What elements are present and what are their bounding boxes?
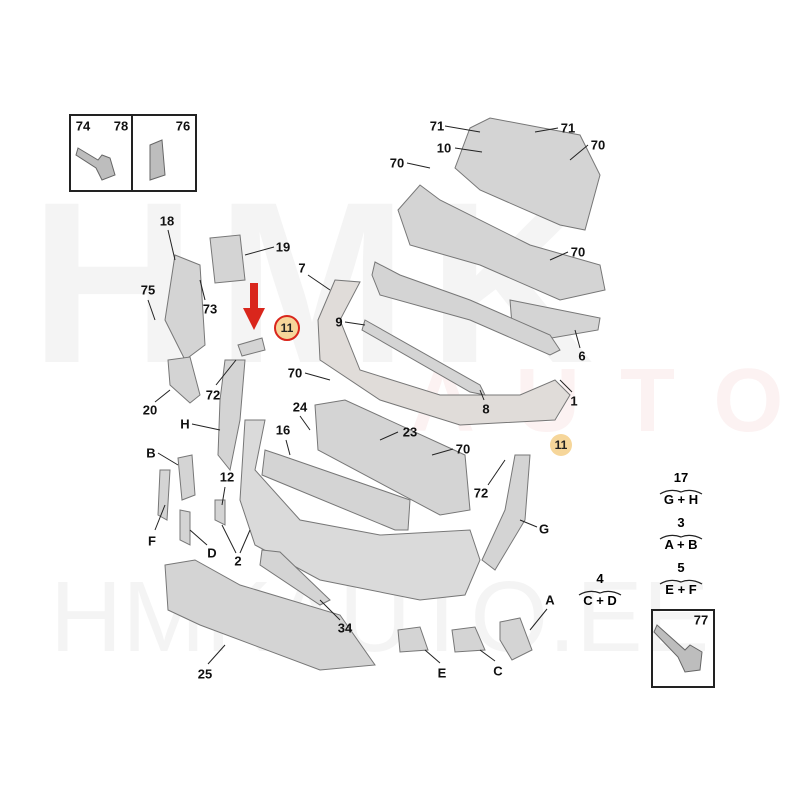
- part-11-badge[interactable]: 11: [550, 434, 572, 456]
- fastener-inset-box: 74 78: [69, 114, 133, 192]
- part-16-absorber: [261, 449, 411, 531]
- callout-19: 19: [275, 239, 291, 255]
- part-23-beam: [314, 399, 471, 516]
- part-2-lower-bumper: [239, 419, 481, 601]
- part-25-undertray: [164, 559, 376, 671]
- callout-24: 24: [292, 399, 308, 415]
- callout-70: 70: [455, 441, 471, 457]
- part-F: [157, 469, 171, 521]
- highlighted-part-11-badge[interactable]: 11: [274, 315, 300, 341]
- callout-12: 12: [219, 469, 235, 485]
- group-number: 4: [596, 571, 604, 586]
- group-number: 3: [677, 515, 685, 530]
- callout-G: G: [538, 521, 550, 537]
- callout-E: E: [437, 665, 447, 681]
- callout-23: 23: [402, 424, 418, 440]
- callout-7: 7: [298, 260, 306, 276]
- part-E: [397, 626, 429, 653]
- brace-icons: [578, 489, 703, 596]
- callout-34: 34: [337, 620, 353, 636]
- callout-76: 76: [175, 118, 191, 134]
- bolt-74-78-icon: [75, 147, 116, 181]
- group-5: 5 E + F: [665, 557, 696, 601]
- callout-9: 9: [335, 314, 343, 330]
- part-34-grille: [259, 549, 331, 606]
- callout-A: A: [545, 592, 555, 608]
- red-arrow-icon: [243, 283, 265, 330]
- callout-74: 74: [75, 118, 91, 134]
- callout-70: 70: [389, 155, 405, 171]
- callout-8: 8: [482, 401, 490, 417]
- group-parts: E + F: [665, 582, 697, 597]
- group-number: 17: [673, 470, 689, 485]
- callout-72: 72: [473, 485, 489, 501]
- group-parts: A + B: [664, 537, 698, 552]
- part-H-guide: [217, 359, 246, 472]
- group-17: 17 G + H: [664, 467, 698, 511]
- part-B: [177, 454, 196, 501]
- part-20-housing: [167, 356, 201, 404]
- group-4: 4 C + D: [583, 568, 617, 612]
- callout-25: 25: [197, 666, 213, 682]
- callout-70: 70: [570, 244, 586, 260]
- callout-73: 73: [202, 301, 218, 317]
- callout-71: 71: [429, 118, 445, 134]
- part-10-shield: [454, 117, 601, 231]
- leader-lines: [147, 125, 589, 665]
- callout-16: 16: [275, 422, 291, 438]
- callout-71: 71: [560, 120, 576, 136]
- group-3: 3 A + B: [664, 512, 697, 556]
- part-18-bracket: [164, 254, 206, 361]
- callout-20: 20: [142, 402, 158, 418]
- callout-77: 77: [693, 612, 709, 628]
- screw-inset-box: 77: [651, 609, 715, 688]
- bracket-inset-box: 76: [131, 114, 197, 192]
- part-A: [499, 617, 533, 661]
- callout-6: 6: [578, 348, 586, 364]
- callout-75: 75: [140, 282, 156, 298]
- callout-70: 70: [287, 365, 303, 381]
- callout-70: 70: [590, 137, 606, 153]
- part-9-trim: [371, 261, 561, 356]
- callout-10: 10: [436, 140, 452, 156]
- callout-72: 72: [205, 387, 221, 403]
- callout-B: B: [146, 445, 156, 461]
- part-8-strip: [361, 319, 486, 396]
- callout-18: 18: [159, 213, 175, 229]
- callout-C: C: [493, 663, 503, 679]
- callout-2: 2: [234, 553, 242, 569]
- callout-1: 1: [570, 393, 578, 409]
- part-C: [451, 626, 486, 653]
- part-11-clip: [237, 337, 266, 357]
- bracket-76-icon: [149, 139, 166, 181]
- group-parts: G + H: [663, 492, 699, 507]
- part-1-upper-cover: [317, 279, 571, 426]
- part-G-guide: [481, 454, 531, 571]
- part-D: [179, 509, 191, 546]
- part-6-grille: [397, 184, 606, 301]
- part-19-bracket: [209, 234, 246, 284]
- callout-H: H: [180, 416, 190, 432]
- group-parts: C + D: [583, 593, 617, 608]
- part-12: [214, 499, 226, 526]
- group-number: 5: [677, 560, 685, 575]
- screw-77-icon: [653, 624, 703, 673]
- callout-78: 78: [113, 118, 129, 134]
- callout-D: D: [207, 545, 217, 561]
- callout-F: F: [148, 533, 156, 549]
